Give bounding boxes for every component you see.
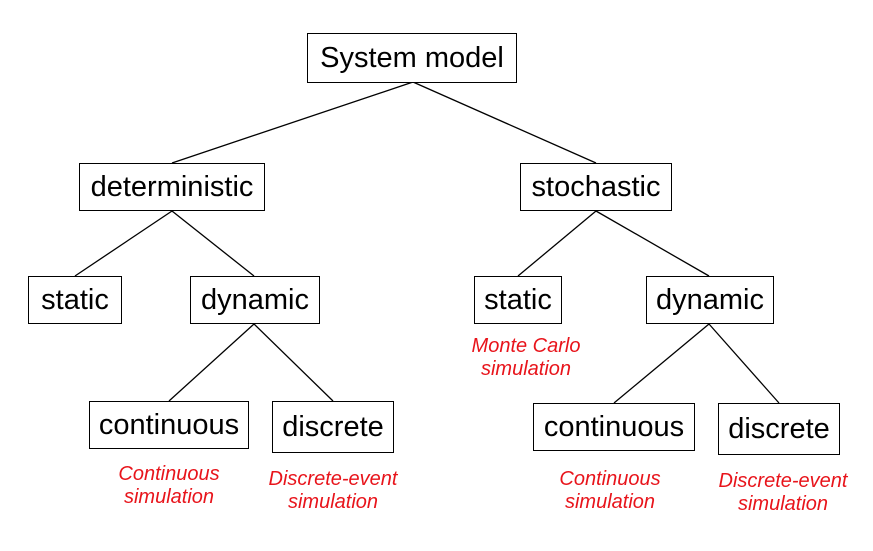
node-stochastic-static: static (474, 276, 562, 324)
edge-root-stochastic (412, 81, 597, 164)
caption-stochastic-static: Monte Carlo simulation (446, 335, 606, 381)
caption-stochastic-continuous: Continuous simulation (530, 468, 690, 514)
caption-line: simulation (287, 491, 379, 513)
caption-line: simulation (737, 493, 829, 515)
caption-line: Discrete-event (268, 468, 398, 490)
caption-line: Monte Carlo (471, 335, 581, 357)
edge-det-dynamic-continuous (168, 323, 255, 402)
edge-sto-dynamic-discrete (708, 323, 780, 404)
caption-line: Continuous (559, 468, 661, 490)
node-stochastic-dynamic: dynamic (646, 276, 774, 324)
caption-deterministic-discrete: Discrete-event simulation (253, 468, 413, 514)
edge-root-deterministic (171, 81, 414, 164)
edge-deterministic-dynamic (171, 210, 255, 277)
node-deterministic-continuous: continuous (89, 401, 249, 449)
edge-sto-dynamic-continuous (613, 323, 710, 404)
node-deterministic: deterministic (79, 163, 265, 211)
node-deterministic-dynamic: dynamic (190, 276, 320, 324)
node-deterministic-discrete: discrete (272, 401, 394, 453)
caption-deterministic-continuous: Continuous simulation (89, 463, 249, 509)
node-stochastic: stochastic (520, 163, 672, 211)
caption-line: simulation (480, 358, 572, 380)
edge-det-dynamic-discrete (253, 323, 334, 402)
caption-stochastic-discrete: Discrete-event simulation (698, 470, 868, 516)
node-deterministic-static: static (28, 276, 122, 324)
caption-line: simulation (564, 491, 656, 513)
caption-line: Continuous (118, 463, 220, 485)
edge-stochastic-static (517, 210, 597, 277)
node-stochastic-continuous: continuous (533, 403, 695, 451)
caption-line: Discrete-event (718, 470, 848, 492)
edge-stochastic-dynamic (595, 210, 710, 277)
edge-deterministic-static (74, 210, 173, 277)
node-system-model: System model (307, 33, 517, 83)
node-stochastic-discrete: discrete (718, 403, 840, 455)
caption-line: simulation (123, 486, 215, 508)
